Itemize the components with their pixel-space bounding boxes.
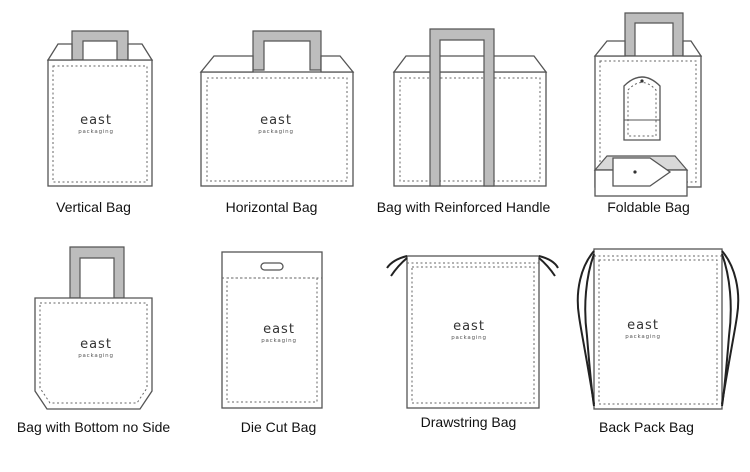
back-pack-bag-drawing: east packaging [576,248,740,410]
drawstring-bag-drawing: east packaging [386,255,559,409]
brand-logo: east [453,319,485,334]
bottom-no-side-bag-drawing: east packaging [34,246,153,410]
caption-die-cut-bag: Die Cut Bag [240,419,317,435]
foldable-bag: Foldable Bag [555,0,742,236]
brand-tagline: packaging [78,129,114,135]
brand-tagline: packaging [258,129,294,135]
die-cut-bag-drawing: east packaging [221,251,323,409]
horizontal-bag: east packaging Horizontal Bag [178,0,365,236]
bottom-no-side-bag: east packaging Bag with Bottom no Side [0,236,187,472]
brand-logo: east [260,113,292,128]
horizontal-bag-drawing: east packaging [199,30,355,187]
caption-back-pack-bag: Back Pack Bag [599,419,694,435]
brand-tagline: packaging [261,338,297,344]
brand-tagline: packaging [451,335,487,341]
caption-reinforced-handle-bag: Bag with Reinforced Handle [376,199,551,215]
caption-horizontal-bag: Horizontal Bag [225,199,318,215]
vertical-bag: east packaging Vertical Bag [0,0,187,236]
die-cut-handle [260,262,284,271]
brand-logo: east [627,318,659,333]
caption-bottom-no-side-bag: Bag with Bottom no Side [16,419,171,435]
reinforced-handle-bag-drawing [392,28,548,187]
brand-logo: east [263,322,295,337]
caption-drawstring-bag: Drawstring Bag [420,414,517,430]
reinforced-handle-bag: Bag with Reinforced Handle [370,0,557,236]
brand-logo: east [80,337,112,352]
drawstring-bag: east packaging Drawstring Bag [375,236,562,472]
caption-vertical-bag: Vertical Bag [56,199,131,215]
back-pack-bag: east packaging Back Pack Bag [553,236,740,472]
vertical-bag-drawing: east packaging [46,30,154,187]
brand-tagline: packaging [78,353,114,359]
die-cut-bag: east packaging Die Cut Bag [185,236,372,472]
brand-logo: east [80,113,112,128]
caption-foldable-bag: Foldable Bag [607,199,690,215]
brand-tagline: packaging [625,334,661,340]
foldable-bag-drawing [593,12,703,197]
